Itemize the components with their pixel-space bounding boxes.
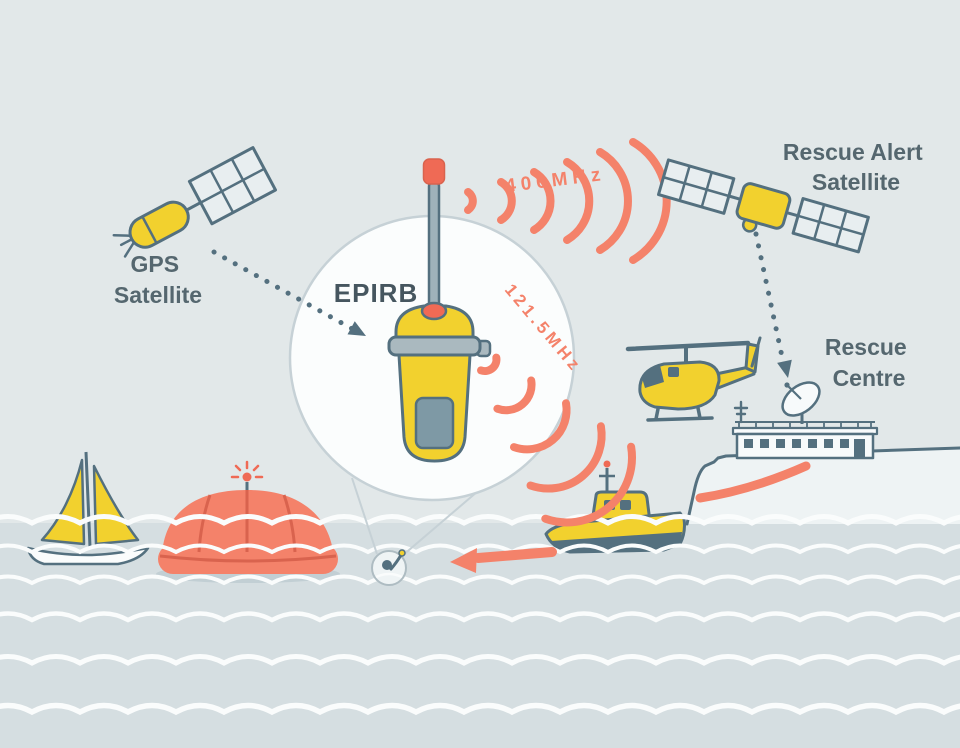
building-body bbox=[735, 432, 875, 460]
epirb-activation-button bbox=[420, 301, 448, 321]
epirb-panel bbox=[414, 396, 455, 450]
rescue-centre-building bbox=[731, 381, 879, 460]
handheld-epirb-icon bbox=[398, 549, 406, 557]
rescue-centre-label: Rescue Centre bbox=[825, 334, 913, 391]
satellite-dish-icon bbox=[781, 381, 821, 424]
life-raft bbox=[156, 460, 340, 583]
rescue-path-swoosh bbox=[695, 461, 811, 503]
gps-satellite-icon bbox=[112, 146, 277, 258]
gps-satellite-label: GPS Satellite bbox=[114, 251, 202, 308]
sail-hull bbox=[26, 546, 150, 566]
raft-float-tube bbox=[158, 544, 338, 574]
epirb-antenna-tip bbox=[422, 158, 446, 185]
main-sail bbox=[40, 458, 86, 546]
person-in-water bbox=[375, 549, 406, 579]
tail-rotor bbox=[750, 336, 762, 368]
rescue-helicopter-icon bbox=[625, 336, 762, 422]
epirb-device bbox=[387, 158, 492, 463]
satellite-to-centre-arrow bbox=[753, 231, 792, 378]
epirb-label: EPIRB bbox=[334, 278, 418, 308]
raft-beacon-light-icon bbox=[230, 460, 264, 490]
building-windows bbox=[744, 439, 865, 458]
gps-antenna bbox=[112, 233, 135, 258]
landing-skids bbox=[646, 406, 714, 422]
rescue-alert-satellite-label: Rescue Alert Satellite bbox=[783, 139, 929, 195]
epirb-antenna bbox=[427, 180, 441, 316]
radio-mast-icon bbox=[733, 400, 749, 424]
gps-to-epirb-arrow bbox=[211, 249, 366, 336]
signal-arcs-406 bbox=[464, 138, 671, 264]
alert-satellite-body bbox=[735, 182, 792, 230]
rescue-direction-arrow bbox=[450, 547, 557, 573]
cockpit-window bbox=[642, 365, 664, 388]
epirb-top-dome bbox=[394, 304, 475, 341]
epirb-collar-band bbox=[387, 335, 482, 357]
rescue-alert-satellite-icon bbox=[657, 158, 870, 254]
signal-arcs-121 bbox=[477, 353, 636, 527]
boat-mast-light-icon bbox=[603, 460, 611, 468]
building-door bbox=[854, 439, 865, 458]
cliff bbox=[685, 446, 960, 526]
